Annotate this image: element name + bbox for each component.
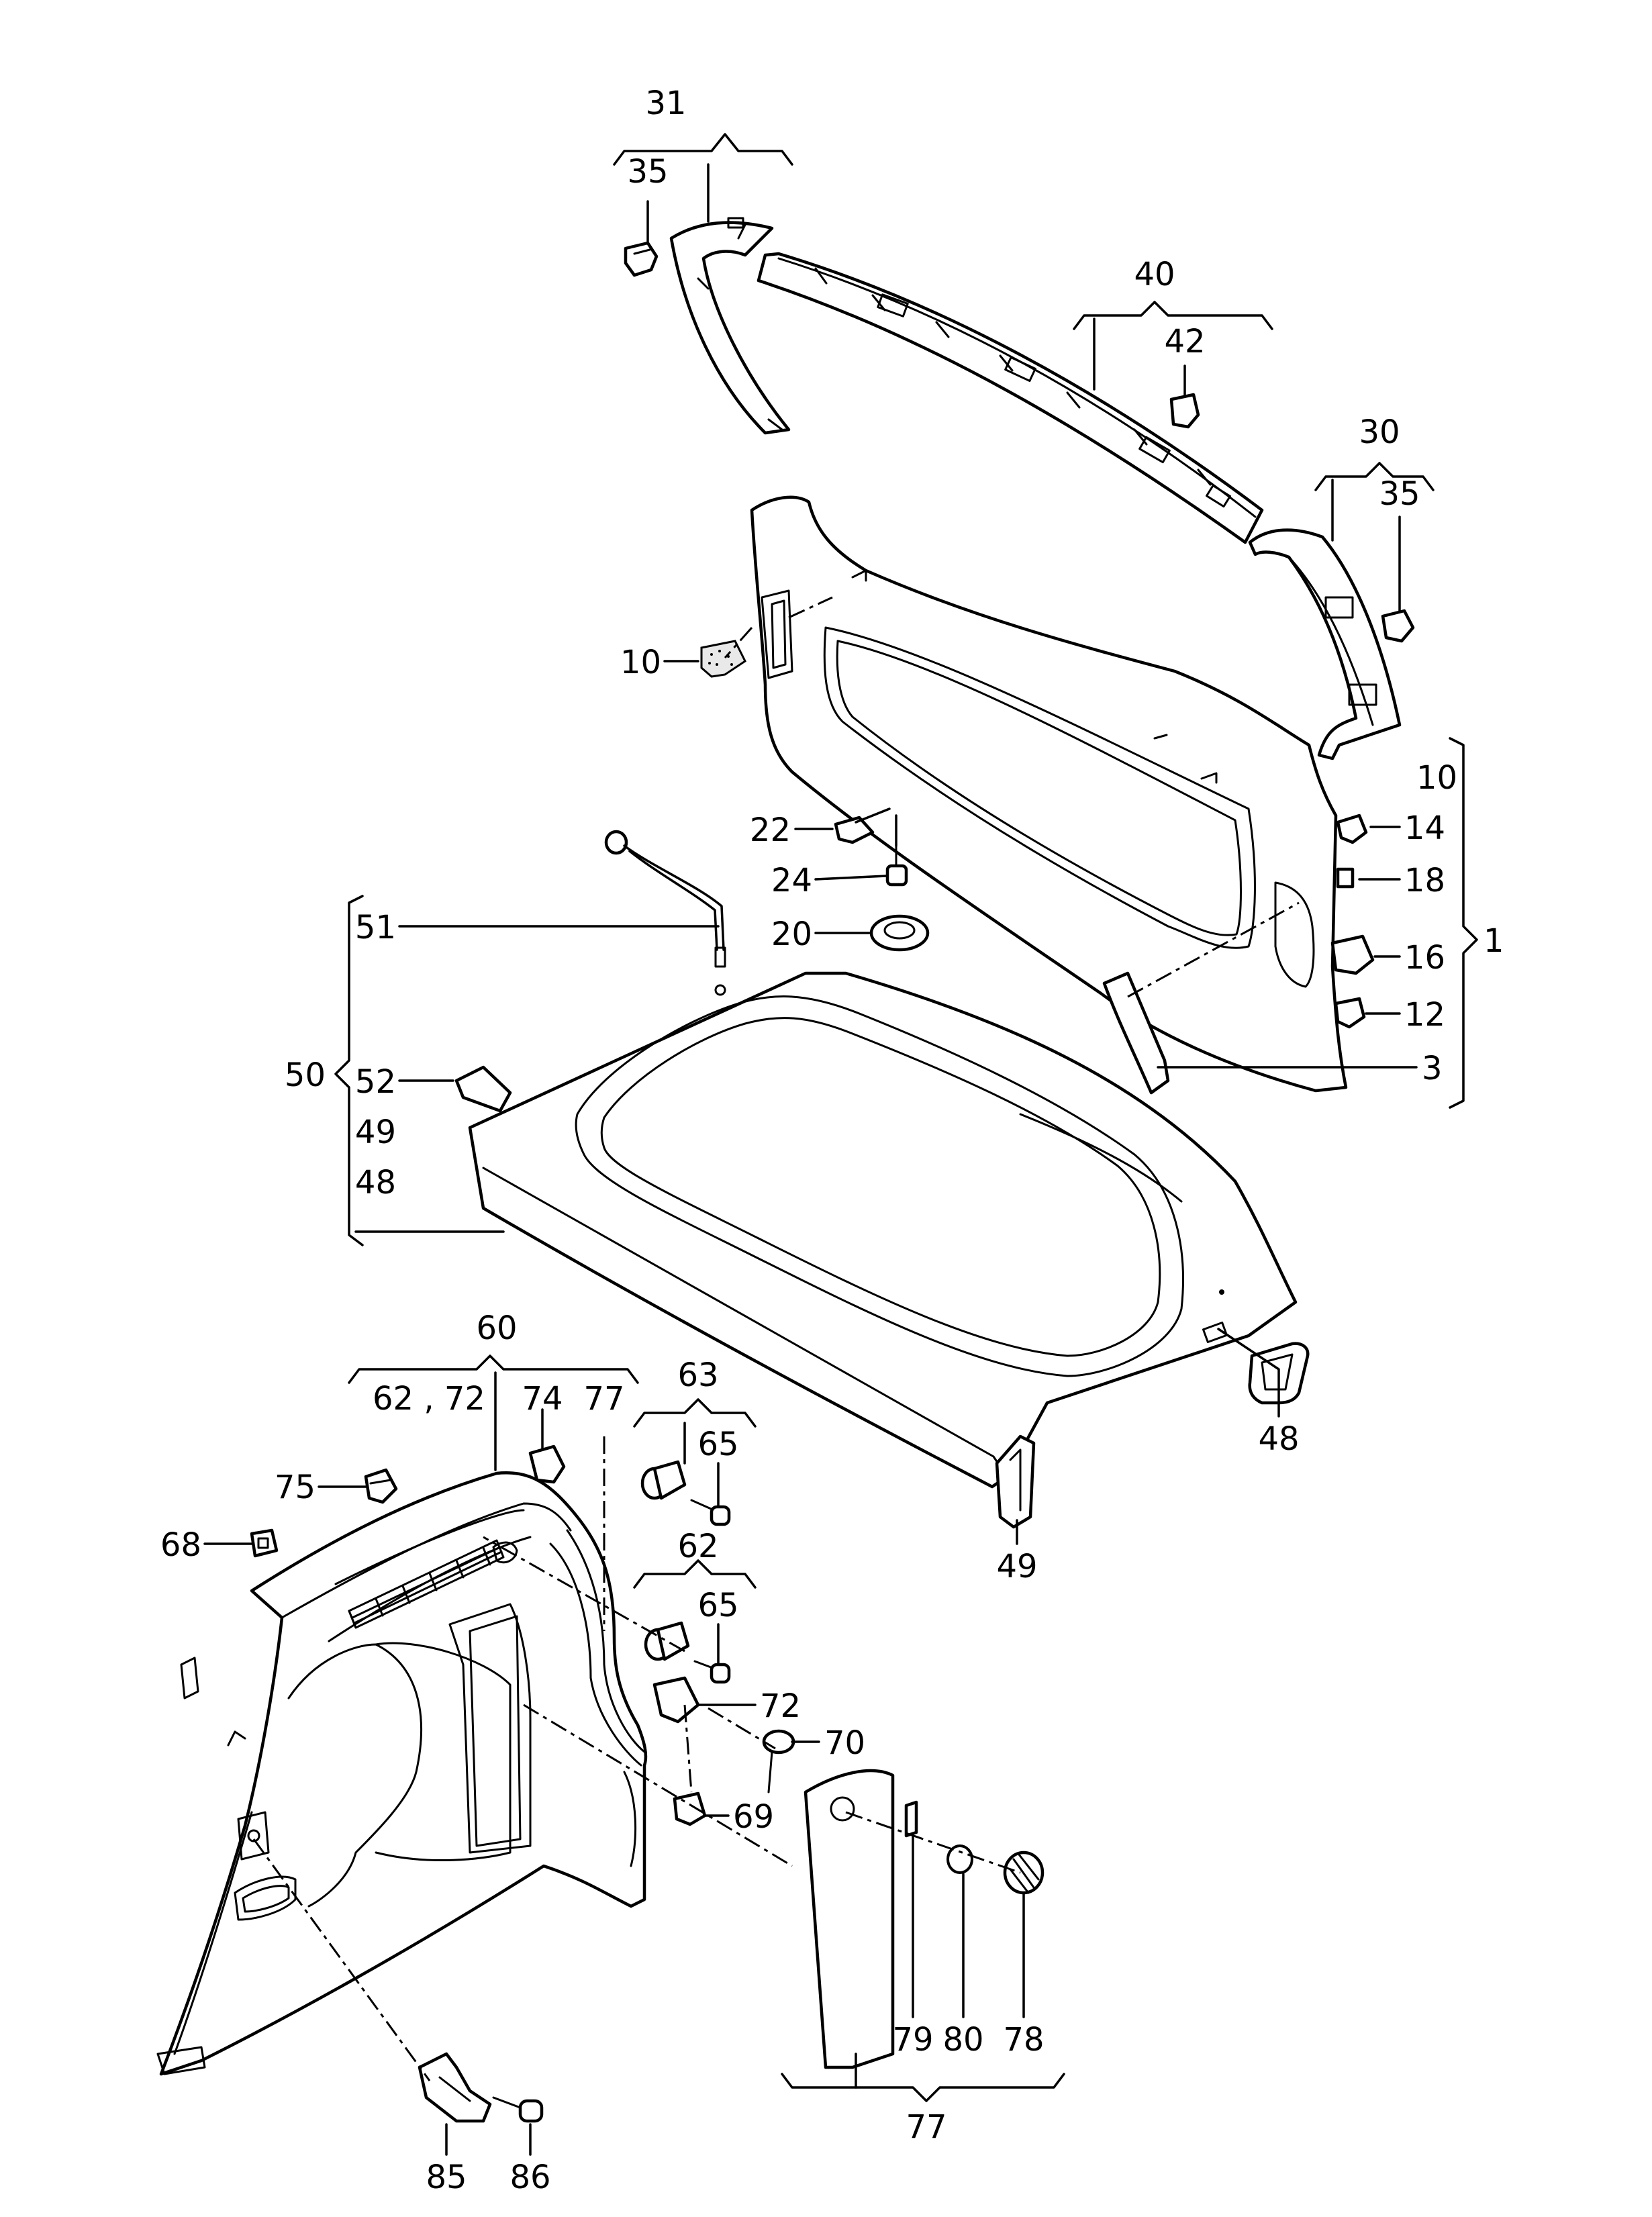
side-trim-60	[156, 1471, 648, 2076]
label-35-left: 35	[627, 153, 668, 191]
label-68: 68	[160, 1526, 201, 1564]
pillar-trim-right	[1248, 528, 1402, 760]
label-62-72: 62 , 72	[373, 1380, 485, 1418]
rear-panel-1	[750, 495, 1348, 1093]
label-74: 74	[522, 1380, 563, 1418]
label-78: 78	[1003, 2021, 1044, 2059]
bracket-85	[418, 2052, 492, 2123]
label-22: 22	[750, 811, 791, 849]
label-69: 69	[733, 1798, 774, 1836]
label-20: 20	[771, 916, 812, 953]
label-48-list: 48	[355, 1164, 396, 1201]
ring-80	[946, 1844, 973, 1874]
label-10-left: 10	[620, 644, 661, 681]
label-63: 63	[677, 1357, 718, 1394]
label-85: 85	[426, 2159, 467, 2196]
label-24: 24	[771, 862, 812, 899]
label-52: 52	[355, 1063, 396, 1101]
label-50: 50	[285, 1056, 326, 1094]
label-79: 79	[892, 2021, 933, 2059]
clip-22	[834, 816, 875, 844]
label-72: 72	[760, 1687, 801, 1725]
label-16: 16	[1404, 939, 1445, 977]
callout-labels: 31 35 40 42 30 35 10 10 14 18 1 16 12 3 …	[160, 85, 1504, 2196]
label-49-list: 49	[355, 1114, 396, 1151]
cover-3	[1102, 971, 1170, 1095]
bolt-62-lower	[644, 1621, 731, 1684]
label-77-top: 77	[583, 1380, 624, 1418]
cap-78	[1003, 1851, 1044, 1895]
leaders	[203, 133, 1478, 2156]
label-65-b: 65	[697, 1587, 738, 1624]
label-51: 51	[355, 909, 396, 946]
label-3: 3	[1422, 1050, 1443, 1087]
pillar-trim-left	[669, 217, 791, 435]
bolt-62-upper	[640, 1460, 731, 1526]
clip-35-left	[624, 241, 659, 277]
label-65-a: 65	[697, 1426, 738, 1463]
label-31-top: 31	[645, 85, 686, 122]
bracket-49	[995, 1434, 1036, 1529]
clip-79	[904, 1800, 918, 1838]
label-42: 42	[1164, 323, 1205, 360]
parcel-shelf-50	[468, 971, 1298, 1489]
clip-74	[528, 1444, 566, 1484]
foam-pad-10	[700, 640, 746, 678]
label-60: 60	[476, 1310, 517, 1347]
cover-77	[804, 1769, 895, 2069]
label-80: 80	[942, 2021, 983, 2059]
label-48-part: 48	[1258, 1420, 1299, 1458]
label-10-right: 10	[1416, 759, 1457, 797]
clip-69	[673, 1791, 707, 1826]
clip-42	[1169, 393, 1200, 429]
upper-trim-40	[757, 252, 1264, 544]
clip-75	[364, 1468, 398, 1504]
label-62: 62	[677, 1528, 718, 1565]
cable-51	[604, 830, 726, 996]
label-75: 75	[275, 1469, 315, 1506]
label-12: 12	[1404, 996, 1445, 1034]
label-70: 70	[824, 1724, 865, 1762]
clips-right-14-18-16-12	[1330, 814, 1375, 1029]
label-35-right: 35	[1379, 475, 1420, 513]
label-77-bottom: 77	[906, 2108, 946, 2146]
screw-70	[762, 1729, 795, 1793]
label-86: 86	[509, 2159, 550, 2196]
label-1: 1	[1484, 922, 1504, 960]
clip-72	[652, 1676, 700, 1724]
label-49-part: 49	[996, 1548, 1037, 1585]
label-40: 40	[1134, 256, 1175, 293]
bracket-52	[454, 1065, 512, 1113]
screw-86	[492, 2096, 544, 2123]
label-14: 14	[1404, 809, 1445, 847]
label-18: 18	[1404, 862, 1445, 899]
label-30: 30	[1359, 413, 1400, 451]
screw-24	[885, 844, 908, 887]
clip-68	[250, 1528, 279, 1558]
clip-35-right	[1381, 609, 1415, 643]
clip-20	[869, 914, 930, 952]
